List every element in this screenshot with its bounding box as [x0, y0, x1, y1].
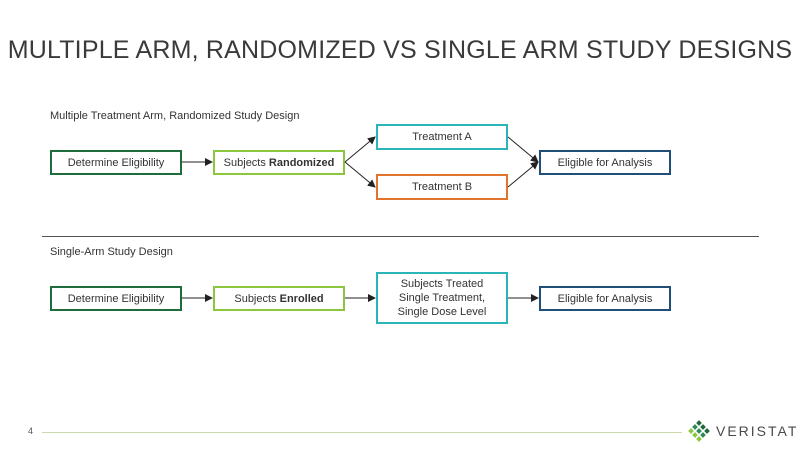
s2-treated-line1: Subjects Treated — [400, 278, 484, 290]
s1-treatment-b-text: Treatment B — [411, 181, 473, 193]
section-divider — [42, 236, 759, 237]
s2-eligibility-text: Determine Eligibility — [67, 292, 165, 305]
s1-randomized-box: Subjects Randomized — [213, 150, 345, 175]
s1-eligibility-text: Determine Eligibility — [67, 156, 165, 169]
s1-treatment-a-text: Treatment A — [412, 131, 472, 143]
section1-label: Multiple Treatment Arm, Randomized Study… — [50, 110, 300, 122]
arrow-s1-randomized-to-treatment-b — [344, 161, 376, 188]
slide-title: MULTIPLE ARM, RANDOMIZED VS SINGLE ARM S… — [7, 36, 793, 64]
s1-eligibility-box: Determine Eligibility — [50, 150, 182, 175]
s1-treatment-b-box: Treatment B — [376, 174, 508, 200]
arrow-s1-treatment-a-to-analysis — [507, 136, 539, 163]
s1-subjects-prefix: Subjects — [223, 156, 269, 169]
arrow-s1-treatment-b-to-analysis — [507, 161, 539, 188]
s2-treated-box: Subjects Treated Single Treatment, Singl… — [376, 272, 508, 324]
s2-treated-line3: Single Dose Level — [397, 306, 487, 318]
s2-eligibility-box: Determine Eligibility — [50, 286, 182, 311]
s2-subjects-prefix: Subjects — [234, 292, 280, 305]
footer-line — [42, 432, 682, 433]
page-number: 4 — [28, 426, 34, 436]
arrow-s1-randomized-to-treatment-a — [344, 136, 376, 163]
s1-analysis-box: Eligible for Analysis — [539, 150, 671, 175]
s2-analysis-box: Eligible for Analysis — [539, 286, 671, 311]
logo-text: VERISTAT — [716, 423, 799, 439]
s2-enrolled-box: Subjects Enrolled — [213, 286, 345, 311]
s2-analysis-text: Eligible for Analysis — [557, 292, 653, 305]
section2-label: Single-Arm Study Design — [50, 246, 173, 258]
s1-subjects-bold: Randomized — [268, 156, 335, 169]
veristat-logo: VERISTAT — [688, 420, 798, 442]
s1-treatment-a-box: Treatment A — [376, 124, 508, 150]
s2-subjects-bold: Enrolled — [279, 292, 324, 305]
s2-treated-line2: Single Treatment, — [398, 292, 486, 304]
s1-analysis-text: Eligible for Analysis — [557, 156, 653, 169]
veristat-diamond-icon — [688, 420, 710, 442]
